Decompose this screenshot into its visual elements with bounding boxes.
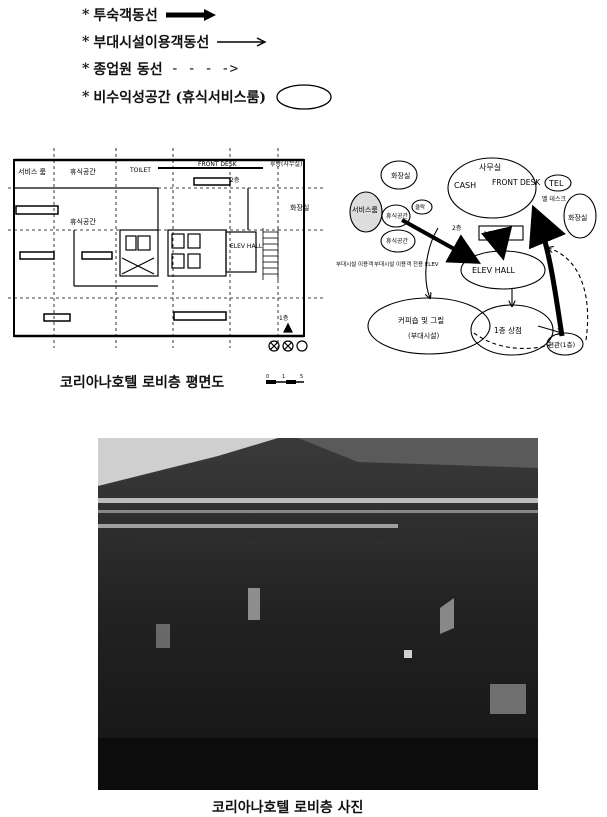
node-tel: TEL xyxy=(548,179,564,188)
node-annex-route: 부대시설 이용객 전용 ELEV xyxy=(374,260,439,268)
scale-mark-0: 0 xyxy=(266,374,269,380)
legend-guest-label: 투숙객동선 xyxy=(93,8,158,24)
plan-label-2nd-stair: 2층 xyxy=(230,176,240,184)
plan-label-rest-space-mid: 휴식공간 xyxy=(70,217,96,226)
node-rest-1: 휴식공간 xyxy=(386,212,409,220)
legend-annex-flow: *부대시설이용객동선 xyxy=(82,29,267,55)
node-cafe: 커피숍 및 그릴 xyxy=(398,315,444,325)
node-floor-2: 2층 xyxy=(452,224,462,232)
legend-nonprofit-label: 비수익성공간 (휴식서비스룸) xyxy=(93,90,267,106)
node-lobby: LOBBY xyxy=(484,230,507,238)
dashed-arrow-icon: - - - -> xyxy=(170,61,239,77)
plan-label-toilet-right: 화장실 xyxy=(290,203,309,212)
plan-label-back-office: 후방(사무실) xyxy=(270,160,302,168)
floor-plan-caption: 코리아나호텔 로비층 평면도 xyxy=(60,375,225,391)
legend-staff-label: 종업원 동선 xyxy=(93,62,163,78)
scale-mark-5: 5 xyxy=(300,374,303,380)
node-bell-desk: 벨 데스크 xyxy=(542,195,566,203)
plan-label-entrance: 1층 xyxy=(279,314,289,322)
node-elev-hall: ELEV HALL xyxy=(472,266,516,275)
node-entrance: 현관(1층) xyxy=(548,340,575,349)
circulation-flow-diagram: 사무실 CASH FRONT DESK TEL 벨 데스크 화장실 화장실 서비… xyxy=(336,157,597,356)
node-rest-2: 휴식공간 xyxy=(386,237,409,245)
node-service-room: 서비스룸 xyxy=(352,205,378,214)
plan-label-service-room: 서비스 룸 xyxy=(18,167,47,176)
legend-annex-label: 부대시설이용객동선 xyxy=(93,35,210,51)
plan-label-toilet: TOILET xyxy=(129,167,151,174)
plan-label-rest-space-top: 휴식공간 xyxy=(70,167,96,176)
node-toilet-right: 화장실 xyxy=(568,213,587,222)
legend-staff-flow: *종업원 동선 - - - -> xyxy=(82,61,239,78)
photo-caption: 코리아나호텔 로비층 사진 xyxy=(212,800,364,816)
thin-arrow-icon xyxy=(217,37,267,47)
scale-bar-icon: 0 1 5 xyxy=(266,374,304,384)
legend-nonprofit-space: *비수익성공간 (휴식서비스룸) xyxy=(82,84,334,110)
node-toilet-left: 화장실 xyxy=(391,171,410,180)
lobby-floor-plan: 서비스 룸 휴식공간 TOILET FRONT DESK 2층 후방(사무실) … xyxy=(8,148,326,352)
thick-arrow-icon xyxy=(165,9,216,21)
ellipse-icon xyxy=(276,84,332,110)
node-cash: CASH xyxy=(454,181,476,190)
node-cafe-sub: (부대시설) xyxy=(408,332,439,340)
plan-label-front-desk: FRONT DESK xyxy=(198,161,238,168)
node-shop: 1층 상점 xyxy=(494,325,522,335)
plan-label-elev-hall: ELEV HALL xyxy=(230,243,263,250)
node-front-desk: FRONT DESK xyxy=(492,178,541,187)
scale-mark-1: 1 xyxy=(282,374,285,380)
node-annex-users: 부대시설 이용객 xyxy=(336,260,373,268)
node-cloak: 클락 xyxy=(415,203,425,211)
node-office: 사무실 xyxy=(479,162,501,172)
legend-guest-flow: *투숙객동선 xyxy=(82,2,216,28)
lobby-photo xyxy=(98,438,538,790)
